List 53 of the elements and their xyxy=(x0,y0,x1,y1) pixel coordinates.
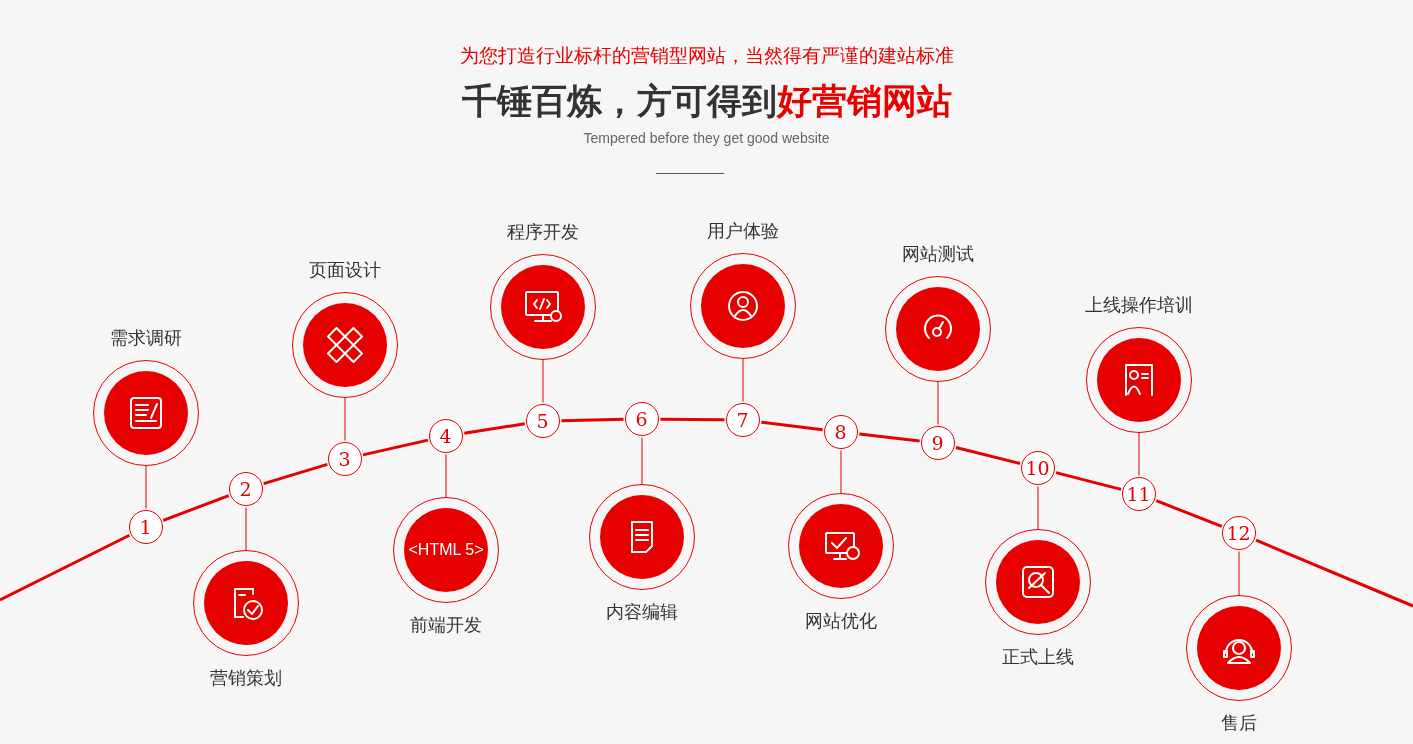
step-label: 内容编辑 xyxy=(606,602,678,622)
connector-line xyxy=(542,359,544,403)
curve-line xyxy=(761,420,823,432)
step-number: 4 xyxy=(428,418,463,453)
connector-line xyxy=(445,454,447,498)
title: 千锤百炼，方可得到好营销网站 xyxy=(461,81,952,120)
curve-line xyxy=(263,462,328,486)
connector-line xyxy=(145,465,147,509)
circle-text: <HTML 5> xyxy=(408,541,484,558)
connector-line xyxy=(641,437,643,485)
step-label: 用户体验 xyxy=(707,221,779,241)
step-number: 5 xyxy=(525,403,560,438)
connector-line xyxy=(344,397,346,441)
step-label: 正式上线 xyxy=(1002,647,1074,667)
curve-line xyxy=(162,494,230,522)
curve-line xyxy=(464,422,525,435)
subtitle: 为您打造行业标杆的营销型网站，当然得有严谨的建站标准 xyxy=(459,45,954,66)
step-number: 7 xyxy=(725,402,760,437)
step-number: 2 xyxy=(228,471,263,506)
step-label: 售后 xyxy=(1221,713,1257,733)
step-number: 12 xyxy=(1221,515,1256,550)
step-number: 9 xyxy=(920,425,955,460)
step-number: 3 xyxy=(327,441,362,476)
english-subtitle: Tempered before they get good website xyxy=(583,130,830,146)
step-number: 10 xyxy=(1020,450,1055,485)
connector-line xyxy=(245,507,247,551)
curve-line xyxy=(561,417,624,423)
connector-line xyxy=(1138,432,1140,476)
curve-line xyxy=(1055,471,1122,491)
step-number: 1 xyxy=(128,509,163,544)
connector-line xyxy=(1037,486,1039,530)
curve-line xyxy=(955,446,1021,465)
step-label: 营销策划 xyxy=(210,668,282,688)
step-label: 网站优化 xyxy=(805,611,877,631)
connector-line xyxy=(937,381,939,425)
step-number: 11 xyxy=(1121,476,1156,511)
step-label: 前端开发 xyxy=(410,615,482,635)
step-label: 页面设计 xyxy=(309,260,381,280)
step-number: 8 xyxy=(823,414,858,449)
curve-line xyxy=(0,533,131,602)
step-label: 上线操作培训 xyxy=(1085,295,1193,315)
step-label: 程序开发 xyxy=(507,222,579,242)
connector-line xyxy=(742,358,744,402)
curve-line xyxy=(660,417,725,422)
step-label: 网站测试 xyxy=(902,244,974,264)
curve-line xyxy=(859,432,920,443)
step-number: 6 xyxy=(624,401,659,436)
curve-line xyxy=(1155,499,1223,528)
step-label: 需求调研 xyxy=(110,328,182,348)
connector-line xyxy=(840,450,842,494)
connector-line xyxy=(1238,551,1240,596)
curve-line xyxy=(362,438,429,457)
curve-line xyxy=(1255,538,1413,608)
